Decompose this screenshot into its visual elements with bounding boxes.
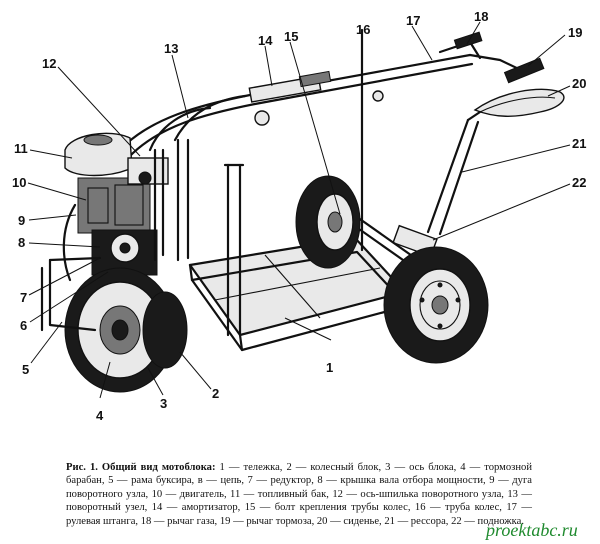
rear-wheel-back — [295, 175, 361, 269]
engine-unit — [40, 132, 188, 393]
callout-15: 15 — [284, 29, 298, 44]
callout-1: 1 — [326, 360, 333, 375]
callout-21: 21 — [572, 136, 586, 151]
callout-19: 19 — [568, 25, 582, 40]
callout-17: 17 — [406, 13, 420, 28]
steering-bar — [118, 31, 545, 160]
callout-7: 7 — [20, 290, 27, 305]
callout-12: 12 — [42, 56, 56, 71]
callout-11: 11 — [14, 141, 28, 156]
motoblock-diagram: 1 2 3 4 5 6 7 8 9 10 11 12 13 14 15 16 1… — [12, 9, 586, 423]
callout-16: 16 — [356, 22, 370, 37]
callout-5: 5 — [22, 362, 29, 377]
caption-title: Рис. 1. Общий вид мотоблока: — [66, 462, 216, 473]
callout-labels: 1 2 3 4 5 6 7 8 9 10 11 12 13 14 15 16 1… — [12, 9, 586, 423]
callout-14: 14 — [258, 33, 273, 48]
rear-wheel-front — [383, 246, 489, 364]
callout-4: 4 — [96, 408, 104, 423]
callout-6: 6 — [20, 318, 27, 333]
leader-lines — [27, 21, 571, 399]
callout-22: 22 — [572, 175, 586, 190]
callout-8: 8 — [18, 235, 25, 250]
callout-10: 10 — [12, 175, 26, 190]
callout-9: 9 — [18, 213, 25, 228]
caption-text: 1 — тележка, 2 — колесный блок, 3 — ось … — [66, 462, 532, 527]
callout-3: 3 — [160, 396, 167, 411]
callout-18: 18 — [474, 9, 488, 24]
seat-assembly — [392, 88, 565, 258]
figure-caption: Рис. 1. Общий вид мотоблока: 1 — тележка… — [66, 461, 532, 528]
watermark: proektabc.ru — [486, 520, 578, 540]
callout-20: 20 — [572, 76, 586, 91]
cart-frame — [176, 138, 409, 352]
callout-2: 2 — [212, 386, 219, 401]
callout-13: 13 — [164, 41, 178, 56]
